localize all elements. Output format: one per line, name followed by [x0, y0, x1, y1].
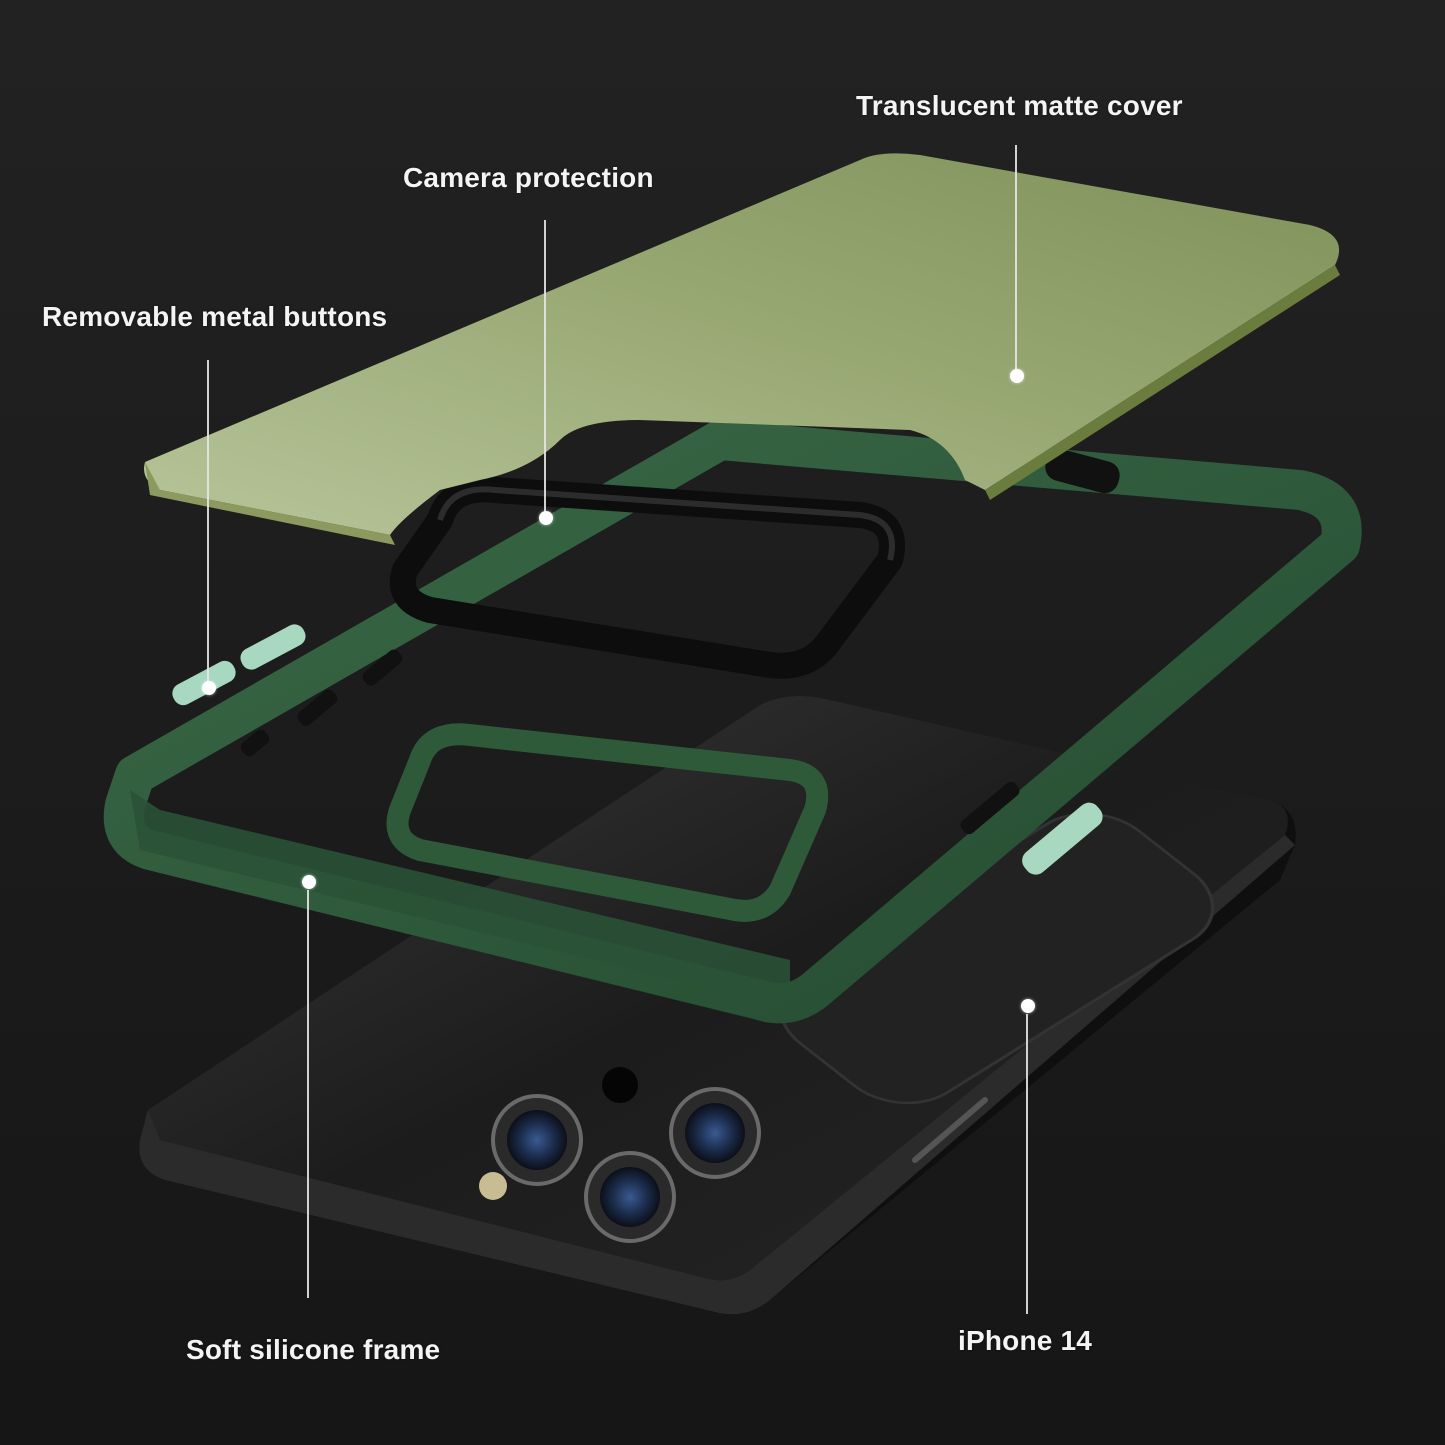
- leader-line-silicone-frame: [307, 890, 309, 1298]
- label-camera-protection: Camera protection: [403, 162, 654, 193]
- leader-line-iphone: [1026, 1014, 1028, 1314]
- callout-dot-matte-cover: [1010, 369, 1024, 383]
- callout-dot-metal-buttons: [202, 681, 216, 695]
- leader-line-camera-protection: [544, 220, 546, 516]
- leader-line-matte-cover: [1015, 145, 1017, 375]
- callout-dot-silicone-frame: [302, 875, 316, 889]
- callout-dot-iphone: [1021, 999, 1035, 1013]
- label-translucent-matte-cover: Translucent matte cover: [856, 90, 1183, 121]
- camera-protection-ring: [389, 476, 905, 679]
- label-iphone-14: iPhone 14: [958, 1325, 1093, 1356]
- silicone-frame: [103, 420, 1362, 1024]
- leader-line-metal-buttons: [207, 360, 209, 686]
- label-removable-metal-buttons: Removable metal buttons: [42, 301, 388, 332]
- matte-cover-plate: [144, 153, 1340, 545]
- label-soft-silicone-frame: Soft silicone frame: [186, 1334, 441, 1365]
- callout-dot-camera-protection: [539, 511, 553, 525]
